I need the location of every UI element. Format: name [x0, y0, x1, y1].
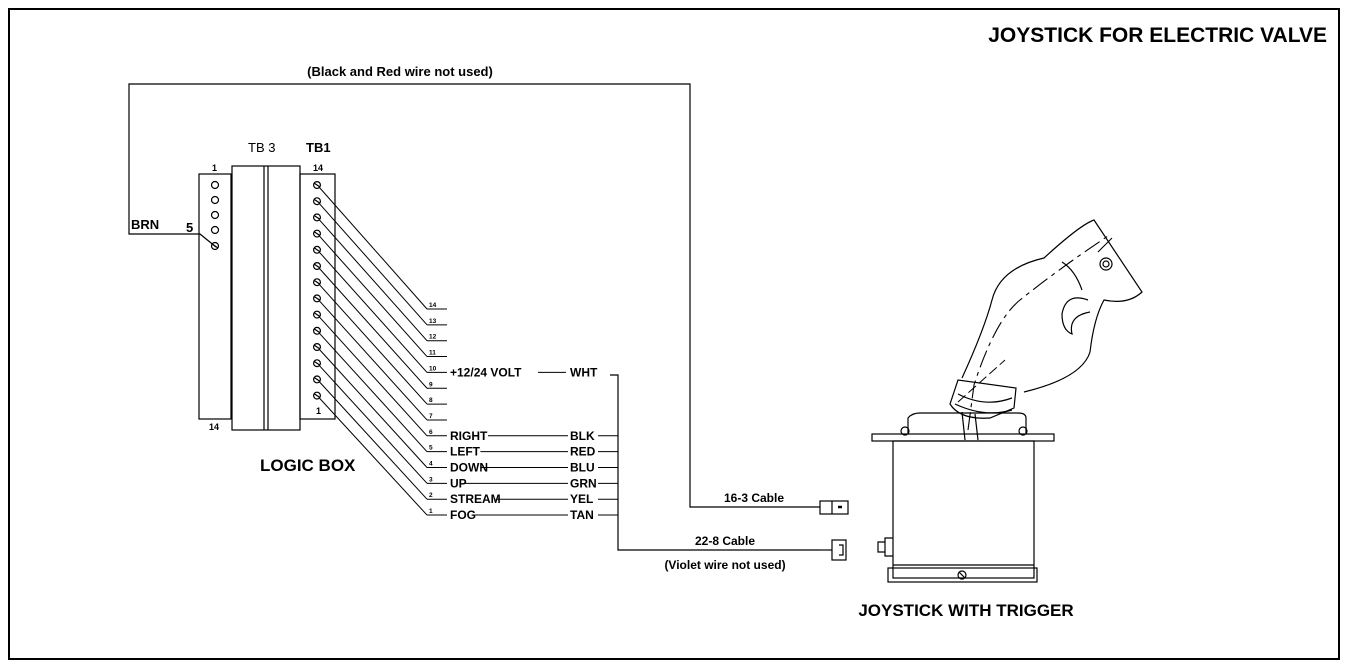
terminal-number: 4	[429, 461, 433, 468]
signal-label: STREAM	[450, 492, 501, 506]
diagram-frame	[8, 8, 1340, 660]
tb1-fan-wire	[318, 348, 428, 468]
tb1-bottom-number: 1	[316, 406, 321, 416]
tb1-fan-wire	[318, 202, 428, 326]
violet-note: (Violet wire not used)	[664, 558, 785, 572]
tb1-terminal-screw	[313, 343, 322, 352]
terminal-block-tb3	[198, 165, 301, 431]
connector-22-8	[820, 539, 847, 561]
tb1-terminal-screw	[313, 245, 322, 254]
tb1-top-number: 14	[313, 163, 323, 173]
terminal-number: 2	[429, 492, 433, 499]
tb3-bottom-number: 14	[209, 422, 219, 432]
tb1-terminal-slot	[313, 231, 321, 237]
signal-label: RIGHT	[450, 429, 488, 443]
tb1-terminal-slot	[313, 182, 321, 188]
brn-terminal-number: 5	[186, 220, 193, 235]
tb1-terminal-screw	[313, 181, 322, 190]
terminal-number: 1	[429, 508, 433, 515]
terminal-number: 13	[429, 318, 437, 325]
tb3-label: TB 3	[248, 140, 275, 155]
tb1-fan-wire	[318, 364, 428, 484]
tb1-terminal-slot	[313, 376, 321, 382]
wire-color-label: RED	[570, 445, 596, 459]
terminal-number: 6	[429, 429, 433, 436]
top-note: (Black and Red wire not used)	[307, 64, 493, 79]
tb1-terminal-screw	[313, 213, 322, 222]
terminal-number: 8	[429, 397, 433, 404]
terminal-number: 11	[429, 350, 436, 357]
terminal-number: 3	[429, 476, 433, 483]
joystick-label: JOYSTICK WITH TRIGGER	[858, 601, 1073, 620]
terminal-number: 10	[429, 365, 437, 372]
tb1-fan-wire	[318, 235, 428, 357]
tb1-label: TB1	[306, 140, 331, 155]
wire-color-label: BLU	[570, 461, 595, 475]
tb1-terminal-screw	[313, 278, 322, 287]
cable-22-label: 22-8 Cable	[695, 534, 755, 548]
signal-label: DOWN	[450, 461, 488, 475]
wire-color-label: TAN	[570, 508, 594, 522]
tb1-fan-wire	[318, 397, 428, 516]
tb1-fan-wire	[318, 219, 428, 342]
tb1-terminal-screw	[313, 375, 322, 384]
logic-box-label: LOGIC BOX	[260, 456, 356, 475]
tb1-terminal-screw	[313, 197, 322, 206]
tb1-terminal-slot	[313, 214, 321, 220]
tb1-fan-wire	[318, 316, 428, 437]
tb1-terminal-slot	[313, 328, 321, 334]
tb1-terminal-slot	[313, 279, 321, 285]
signal-label: +12/24 VOLT	[450, 365, 522, 379]
tb1-terminal-slot	[313, 360, 321, 366]
tb1-terminal-slot	[313, 198, 321, 204]
tb1-fan-wire	[318, 283, 428, 405]
tb1-terminal-screw	[313, 326, 322, 335]
wire-color-label: GRN	[570, 476, 597, 490]
terminal-number: 7	[429, 413, 433, 420]
tb1-terminal-slot	[313, 263, 321, 269]
wire-color-label: BLK	[570, 429, 595, 443]
cable-16-label: 16-3 Cable	[724, 491, 784, 505]
terminal-block-tb1	[299, 173, 336, 420]
signal-label: FOG	[450, 508, 476, 522]
signal-label: LEFT	[450, 445, 481, 459]
tb1-terminal-slot	[313, 312, 321, 318]
tb1-terminal-slot	[313, 295, 321, 301]
tb1-terminal-slot	[313, 344, 321, 350]
tb1-fan-wire	[318, 381, 428, 500]
tb1-terminal-screw	[313, 294, 322, 303]
signal-bus	[610, 374, 820, 551]
wire-color-label: WHT	[570, 365, 598, 379]
tb1-fan-wire	[318, 300, 428, 421]
tb1-terminal-screw	[313, 262, 322, 271]
tb1-terminal-screw	[313, 310, 322, 319]
terminal-number: 5	[429, 445, 433, 452]
tb1-terminal-slot	[313, 393, 321, 399]
brn-label: BRN	[131, 217, 159, 232]
tb1-fan-wire	[318, 186, 428, 310]
tb1-terminal-screw	[313, 359, 322, 368]
diagram-title: JOYSTICK FOR ELECTRIC VALVE	[988, 24, 1327, 47]
terminal-number: 14	[429, 302, 437, 309]
tb1-fan-wire	[318, 251, 428, 373]
connector-16-3	[819, 500, 849, 515]
tb1-terminal-screw	[313, 229, 322, 238]
tb3-top-number: 1	[212, 163, 217, 173]
tb1-fan-wire	[318, 332, 428, 452]
terminal-number: 12	[429, 334, 437, 341]
wire-color-label: YEL	[570, 492, 593, 506]
terminal-number: 9	[429, 381, 433, 388]
joystick-with-trigger	[871, 219, 1143, 583]
brn-wire	[128, 83, 820, 508]
signal-label: UP	[450, 476, 467, 490]
tb1-terminal-slot	[313, 247, 321, 253]
tb1-fan-wire	[318, 267, 428, 389]
tb1-terminal-screw	[313, 391, 322, 400]
